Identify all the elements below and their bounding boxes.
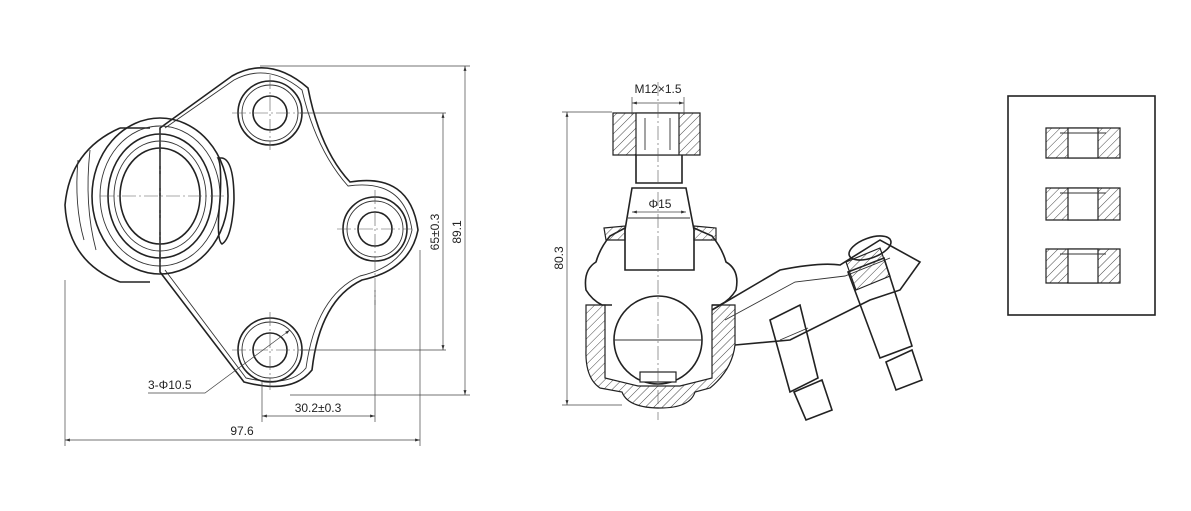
dim-height-total: 89.1 <box>450 220 464 244</box>
arm-pin-left <box>769 303 834 422</box>
section-view <box>562 82 924 422</box>
dim-holes: 3-Φ10.5 <box>148 378 192 392</box>
arm-pin-right <box>845 235 924 392</box>
top-view <box>64 65 470 446</box>
housing-section <box>585 304 736 409</box>
bolt-hole-top <box>237 80 303 146</box>
housing <box>64 117 235 283</box>
dim-bolt-span: 65±0.3 <box>428 213 442 250</box>
dim-stud-dia: Φ15 <box>649 197 672 211</box>
dim-overall-height: 80.3 <box>552 246 566 270</box>
nuts-frame <box>1007 95 1156 316</box>
nut-3 <box>1045 248 1121 284</box>
nuts-panel <box>1007 95 1156 316</box>
bolt-hole-bottom <box>237 317 303 383</box>
flange-outline <box>159 67 419 388</box>
dim-width-total: 97.6 <box>230 424 254 438</box>
nut-2 <box>1045 187 1121 221</box>
nut-1 <box>1045 127 1121 159</box>
dim-thread: M12×1.5 <box>634 82 681 96</box>
dim-offset: 30.2±0.3 <box>295 401 342 415</box>
